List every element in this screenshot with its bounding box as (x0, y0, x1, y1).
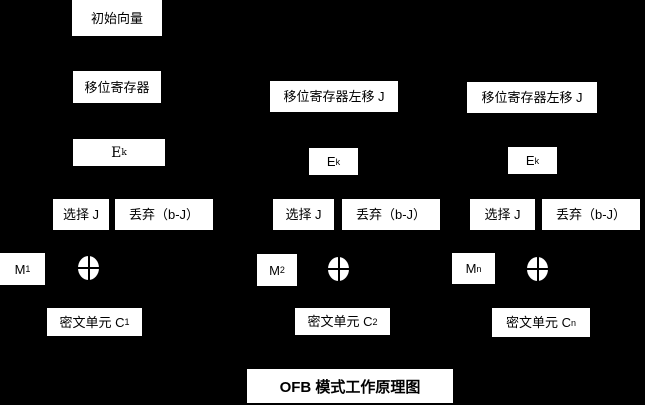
shift-register-left-box: 移位寄存器左移 J (467, 82, 597, 113)
ciphertext-label: 密文单元 C (505, 315, 571, 330)
ciphertext-label: 密文单元 C (307, 314, 373, 329)
encrypt-label: E (326, 154, 336, 169)
shift-register-left-box: 移位寄存器左移 J (270, 81, 398, 112)
message-label: M (269, 262, 280, 278)
xor-icon (78, 256, 99, 280)
ciphertext-label: 密文单元 C (59, 314, 125, 330)
discard-box: 丢弃（b-J） (115, 199, 213, 230)
encrypt-label: E (525, 153, 535, 168)
xor-icon (328, 257, 349, 281)
diagram-title: OFB 模式工作原理图 (247, 369, 453, 403)
encrypt-label: E (111, 144, 122, 161)
discard-box: 丢弃（b-J） (542, 199, 640, 230)
message-label: M (465, 261, 477, 276)
xor-icon (527, 257, 548, 281)
discard-box: 丢弃（b-J） (342, 199, 440, 230)
initial-vector-box: 初始向量 (72, 0, 162, 36)
select-j-box: 选择 J (53, 199, 109, 230)
message-label: M (14, 261, 26, 277)
select-j-box: 选择 J (273, 199, 334, 230)
select-j-box: 选择 J (470, 199, 535, 230)
shift-register-box: 移位寄存器 (73, 71, 161, 103)
